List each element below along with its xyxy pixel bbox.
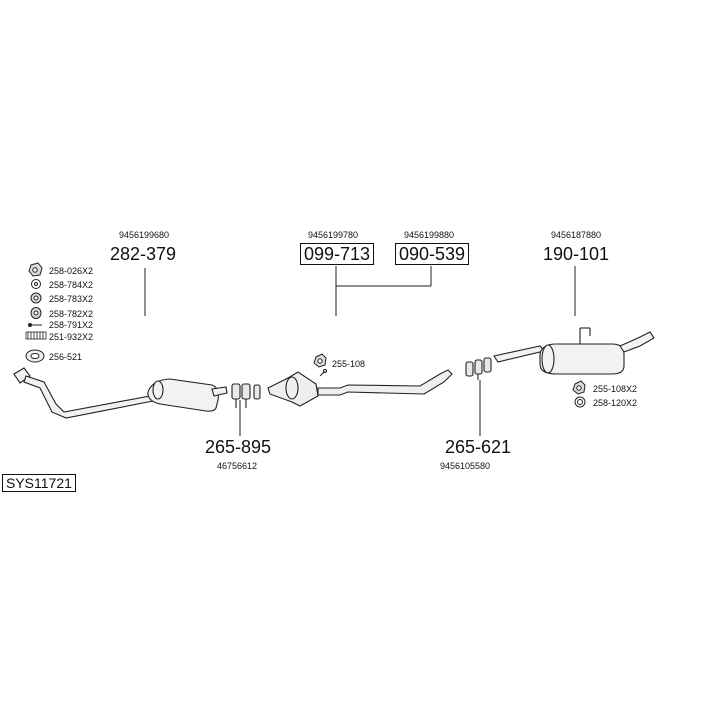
- clamp-rear-drawing: [465, 357, 492, 380]
- fitting-251-932x2-icon: [25, 331, 47, 340]
- part-number-190-101: 190-101: [543, 244, 610, 264]
- fitting-258-783x2-icon: [30, 292, 42, 304]
- fitting-258-784x2-icon: [31, 279, 41, 289]
- system-code-label: SYS11721: [2, 474, 76, 492]
- part-number-099-713: 099-713: [300, 243, 375, 265]
- fitting-label-251-932x2: 251-932X2: [49, 332, 94, 342]
- oem-282-379: 9456199680: [119, 230, 170, 240]
- front-silencer: [147, 378, 219, 412]
- fitting-label-258-782x2: 258-782X2: [49, 309, 94, 319]
- clamp-front-drawing: [231, 383, 261, 408]
- fitting-label-258-791x2: 258-791X2: [49, 320, 94, 330]
- fitting-label-255-108x2: 255-108X2: [593, 384, 638, 394]
- fitting-255-108x2-icon: [572, 380, 586, 395]
- oem-099-713: 9456199780: [308, 230, 359, 240]
- fitting-label-256-521: 256-521: [49, 352, 83, 362]
- oem-265-621: 9456105580: [440, 461, 491, 471]
- tail-pipe: [619, 331, 655, 353]
- fitting-label-258-120x2: 258-120X2: [593, 398, 638, 408]
- front-flange: [13, 367, 31, 384]
- oem-265-895: 46756612: [217, 461, 258, 471]
- fitting-258-026x2-icon: [28, 262, 43, 277]
- fitting-258-791x2-icon: [28, 323, 42, 327]
- rear-silencer-drawing: [493, 327, 655, 375]
- fitting-label-258-784x2: 258-784X2: [49, 280, 94, 290]
- front-pipe-drawing: [13, 367, 228, 419]
- part-number-282-379: 282-379: [110, 244, 177, 264]
- oem-190-101: 9456187880: [551, 230, 602, 240]
- catalyst-drawing: [267, 368, 453, 407]
- fitting-258-120x2-icon: [574, 396, 586, 408]
- part-number-265-621: 265-621: [445, 437, 512, 457]
- fitting-258-782x2-icon: [30, 307, 42, 319]
- mid-pipe: [317, 369, 453, 396]
- fitting-label-258-026x2: 258-026X2: [49, 266, 94, 276]
- fitting-256-521-icon: [25, 349, 45, 363]
- fitting-label-255-108: 255-108: [332, 359, 366, 369]
- part-number-265-895: 265-895: [205, 437, 272, 457]
- oem-090-539: 9456199880: [404, 230, 455, 240]
- fitting-255-108-icon: [313, 353, 327, 368]
- fitting-label-258-783x2: 258-783X2: [49, 294, 94, 304]
- part-number-090-539: 090-539: [395, 243, 470, 265]
